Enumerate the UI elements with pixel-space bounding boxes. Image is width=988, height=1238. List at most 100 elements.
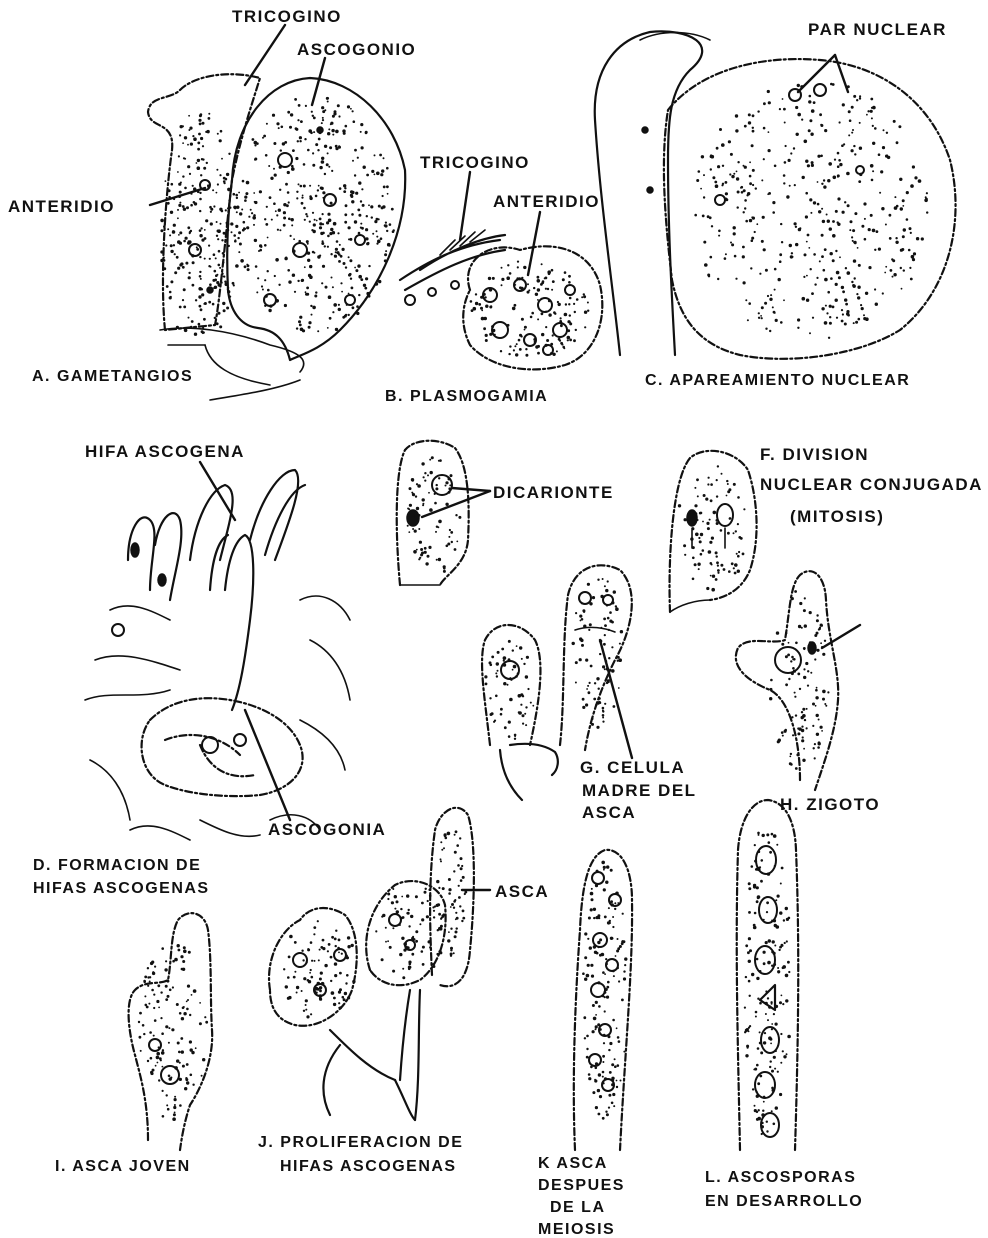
stipple-dot <box>751 144 754 147</box>
stipple-dot <box>546 339 549 342</box>
dicarionte-leader-1 <box>452 488 490 491</box>
stipple-dot <box>524 281 526 283</box>
stipple-dot <box>258 250 260 252</box>
stipple-dot <box>160 229 163 232</box>
stipple-dot <box>327 132 330 135</box>
stipple-dot <box>767 997 769 999</box>
stipple-dot <box>768 939 771 942</box>
stipple-dot <box>255 265 258 268</box>
stipple-dot <box>809 641 812 644</box>
stipple-dot <box>611 1102 614 1105</box>
stipple-dot <box>364 287 367 290</box>
stipple-dot <box>187 999 189 1001</box>
stipple-dot <box>483 293 486 296</box>
stipple-dot <box>609 1071 612 1074</box>
stipple-dot <box>600 595 603 598</box>
stipple-dot <box>435 487 438 490</box>
stipple-dot <box>795 106 798 109</box>
stipple-dot <box>777 970 780 973</box>
stipple-dot <box>773 1013 775 1015</box>
stipple-dot <box>321 122 323 124</box>
stipple-dot <box>910 184 914 188</box>
caption-b: B. PLASMOGAMIA <box>385 388 548 405</box>
stipple-dot <box>705 498 708 501</box>
stipple-dot <box>778 949 780 951</box>
stipple-dot <box>403 949 406 952</box>
stipple-dot <box>615 892 619 896</box>
stipple-dot <box>733 532 735 534</box>
stipple-dot <box>242 180 245 183</box>
stipple-dot <box>413 550 417 554</box>
asca-j-label: ASCA <box>495 882 549 901</box>
stipple-dot <box>727 483 729 485</box>
stipple-dot <box>702 215 705 218</box>
stipple-dot <box>416 549 418 551</box>
stipple-dot <box>845 267 847 269</box>
panel-k-nuclei <box>589 872 621 1091</box>
stipple-dot <box>846 310 849 313</box>
panel-c-apareamiento-nuclear: PAR NUCLEAR C. APAREAMIENTO NUCLEAR <box>595 20 956 389</box>
stipple-dot <box>317 982 321 986</box>
stipple-dot <box>436 526 438 528</box>
stipple-dot <box>906 218 909 221</box>
stipple-dot <box>835 210 838 213</box>
stipple-dot <box>333 303 337 307</box>
stipple-dot <box>857 296 860 299</box>
stipple-dot <box>583 295 586 298</box>
stipple-dot <box>432 965 435 968</box>
stipple-dot <box>824 640 826 642</box>
stipple-dot <box>206 162 208 164</box>
stipple-dot <box>236 211 238 213</box>
stipple-dot <box>315 143 318 146</box>
stipple-dot <box>832 306 835 309</box>
stipple-dot <box>526 656 529 659</box>
stipple-dot <box>763 127 766 130</box>
stipple-dot <box>780 1033 782 1035</box>
stipple-dot <box>283 217 286 220</box>
stipple-dot <box>537 352 540 355</box>
stipple-dot <box>296 327 298 329</box>
stipple-dot <box>311 229 313 231</box>
stipple-dot <box>254 239 257 242</box>
stipple-dot <box>492 277 495 280</box>
stipple-dot <box>853 259 856 262</box>
stipple-dot <box>160 259 163 262</box>
stipple-dot <box>766 901 769 904</box>
stipple-dot <box>254 201 256 203</box>
stipple-dot <box>728 488 731 491</box>
stipple-dot <box>218 312 221 315</box>
stipple-dot <box>617 1036 620 1039</box>
stipple-dot <box>773 919 776 922</box>
stipple-dot <box>521 318 524 321</box>
stipple-dot <box>683 544 686 547</box>
stipple-dot <box>290 235 292 237</box>
stipple-dot <box>288 218 291 221</box>
stipple-dot <box>241 209 243 211</box>
stipple-dot <box>170 250 173 253</box>
stipple-dot <box>879 192 881 194</box>
stipple-dot <box>401 896 403 898</box>
stipple-dot <box>798 625 801 628</box>
ascogonia-network-drawing <box>142 698 303 796</box>
stipple-dot <box>737 206 739 208</box>
stipple-dot <box>182 266 185 269</box>
stipple-dot <box>247 268 250 271</box>
stipple-dot <box>167 1108 170 1111</box>
stipple-dot <box>743 281 746 284</box>
stipple-dot <box>224 232 227 235</box>
stipple-dot <box>296 992 298 994</box>
stipple-dot <box>315 291 317 293</box>
stipple-dot <box>814 283 816 285</box>
stipple-dot <box>545 311 547 313</box>
stipple-dot <box>176 256 179 259</box>
stipple-dot <box>726 495 728 497</box>
stipple-dot <box>196 248 199 251</box>
stipple-dot <box>594 682 596 684</box>
stipple-dot <box>560 322 563 325</box>
stipple-dot <box>597 941 600 944</box>
stipple-dot <box>587 302 589 304</box>
stipple-dot <box>706 587 709 590</box>
stipple-dot <box>851 281 853 283</box>
stipple-dot <box>523 663 525 665</box>
stipple-dot <box>313 933 315 935</box>
